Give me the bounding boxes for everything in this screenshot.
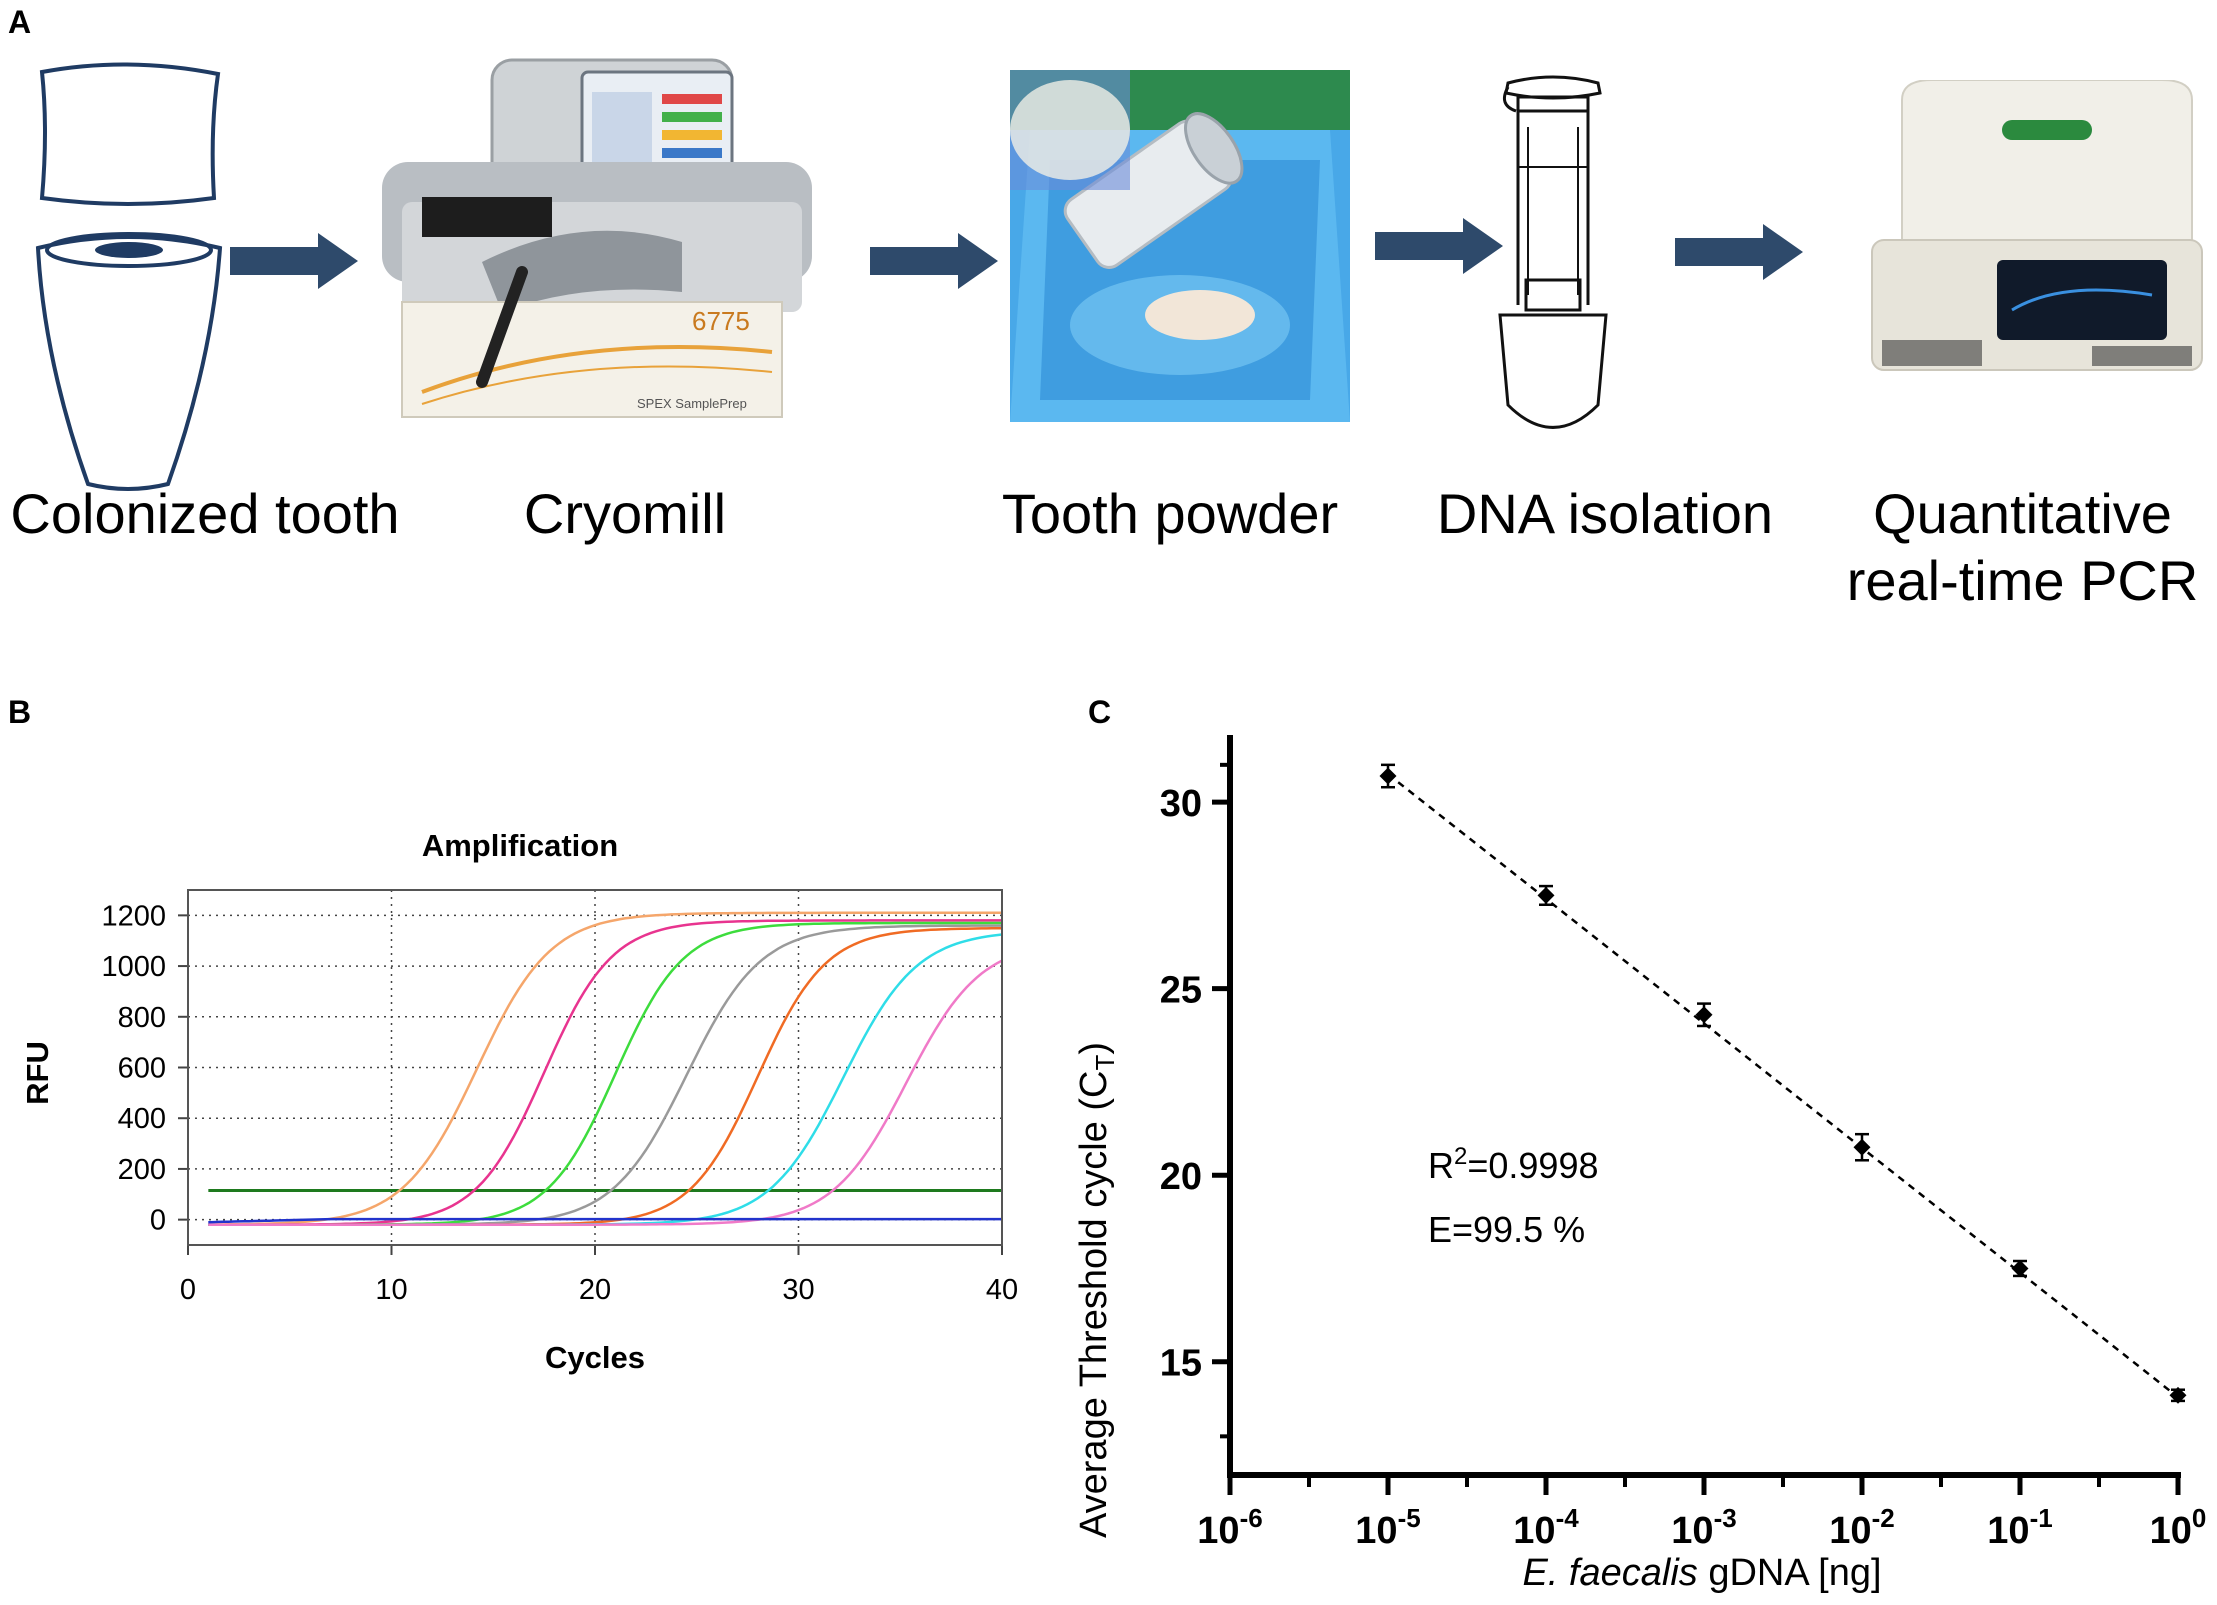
arrow-3 [1375,218,1503,274]
panel-letter-c: C [1088,694,1112,730]
r-squared-annotation: R2=0.9998 [1428,1143,1599,1186]
x-tick-label: 10-1 [1987,1503,2052,1552]
amplification-series-group [208,911,1003,1226]
y-tick-label: 15 [1160,1343,1202,1385]
standard-curve-fit-line [1387,773,2179,1399]
amplification-curve-8 [208,1217,1002,1224]
standard-curve-y-axis-label: Average Threshold cycle (CT) [1073,1042,1120,1538]
data-point [1853,1138,1871,1156]
arrow-1 [230,233,358,289]
tooth-root [35,235,223,491]
x-tick-label: 100 [2150,1503,2207,1552]
cryomill-image: 6775 SPEX SamplePrep [382,58,812,418]
y-tick-label: 600 [118,1053,166,1085]
standard-curve-chart: Average Threshold cycle (CT) E. faecalis… [1073,735,2207,1594]
data-point [1695,1006,1713,1024]
x-tick-label: 10-6 [1197,1503,1262,1552]
y-tick-label: 25 [1160,970,1202,1012]
y-tick-label: 30 [1160,783,1202,825]
data-point [1379,767,1397,785]
y-tick-label: 1200 [101,900,166,932]
y-tick-label: 400 [118,1103,166,1135]
standard-curve-x-axis-label: E. faecalis gDNA [ng] [1522,1552,1881,1594]
qpcr-screen [1997,260,2167,340]
amplification-chart-title: Amplification [422,828,618,863]
amplification-curve-4 [208,924,1002,1226]
fit-line [1387,773,2179,1399]
step-label-dna-isolation: DNA isolation [1436,482,1774,545]
x-tick-label: 0 [180,1274,196,1306]
step-label-tooth-powder: Tooth powder [1001,482,1339,545]
amplification-plot-frame [187,889,1003,1246]
panel-letter-b: B [8,694,32,730]
standard-curve-axes: 15 20 25 30 10-6 10-5 10-4 10-3 10-2 10-1 100 [1160,735,2207,1552]
step-label-qpcr: Quantitative real-time PCR [1846,482,2199,613]
tooth-canal [95,242,163,258]
powder-pile [1145,290,1255,340]
panel-letter-a: A [8,4,32,40]
tooth-illustration [35,62,223,491]
x-tick-label: 20 [579,1274,611,1306]
data-point [2011,1259,2029,1277]
amplification-curve-7 [208,959,1003,1226]
y-tick-label: 200 [118,1154,166,1186]
amplification-curve-1 [208,911,1002,1226]
arrow-4 [1675,224,1803,280]
qpcr-instrument-image [1871,80,2203,371]
efficiency-annotation: E=99.5 % [1428,1209,1585,1250]
cryomill-brand: SPEX SamplePrep [637,396,747,411]
x-tick-label: 10-3 [1671,1503,1736,1552]
y-tick-label: 1000 [101,951,166,983]
tooth-powder-photo [1010,70,1350,422]
tooth-root-top [45,232,213,268]
amplification-x-axis-label: Cycles [545,1340,645,1375]
dna-tube-illustration [1498,75,1608,429]
data-point [2169,1386,2187,1404]
amplification-curve-6 [208,933,1003,1226]
amplification-y-axis-label: RFU [20,1041,55,1105]
amplification-curve-3 [208,921,1002,1226]
x-tick-label: 10 [375,1274,407,1306]
cryomill-model-number: 6775 [692,306,750,336]
x-tick-label: 10-2 [1829,1503,1894,1552]
arrow-2 [870,233,998,289]
step-label-cryomill: Cryomill [523,482,727,545]
x-tick-label: 10-4 [1513,1503,1579,1552]
tooth-crown [39,62,221,206]
step-label-colonized-tooth: Colonized tooth [10,482,400,545]
x-tick-label: 40 [986,1274,1018,1306]
x-tick-label: 30 [782,1274,814,1306]
y-tick-label: 20 [1160,1156,1202,1198]
data-point [1537,886,1555,904]
amplification-curve-5 [208,927,1002,1226]
y-tick-label: 0 [150,1205,166,1237]
y-tick-label: 800 [118,1002,166,1034]
x-tick-label: 10-5 [1355,1503,1420,1552]
